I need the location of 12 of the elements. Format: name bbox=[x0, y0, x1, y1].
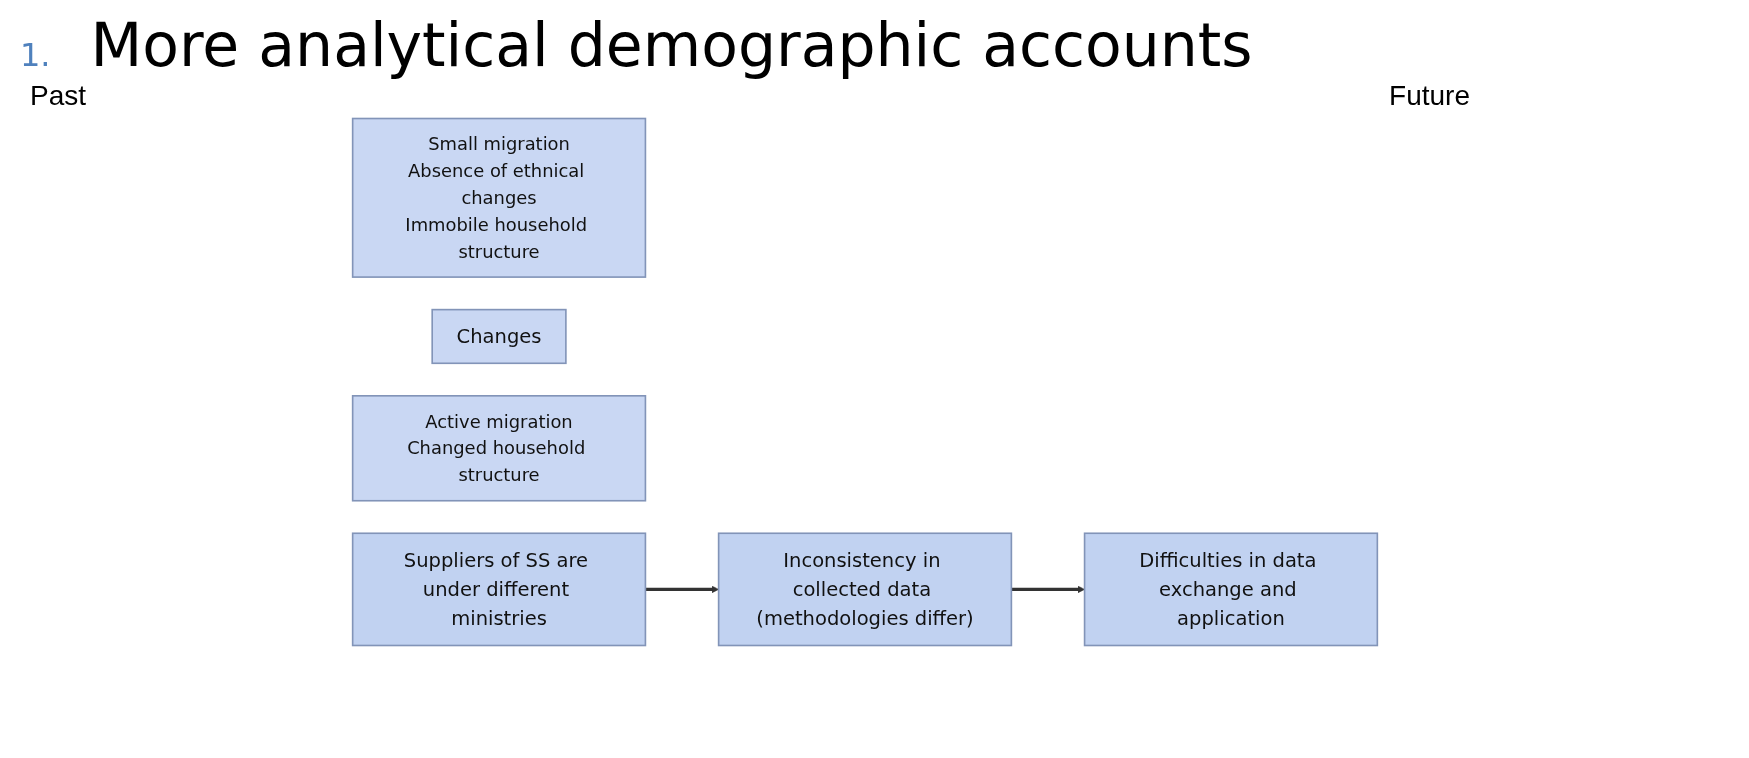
node-box: Suppliers of SS are under different ministries bbox=[351, 532, 646, 647]
list-number: 1. bbox=[20, 36, 51, 74]
arrow bbox=[1010, 585, 1085, 593]
timeline-label: Future bbox=[1389, 80, 1470, 112]
title: More analytical demographic accounts bbox=[90, 10, 1253, 80]
arrow bbox=[644, 585, 719, 593]
node-box: Active migration Changed household structure bbox=[351, 395, 646, 502]
node-box: Changes bbox=[430, 308, 567, 365]
timeline-label: Past bbox=[30, 80, 87, 112]
node-box: Inconsistency in collected data (methodologies differ) bbox=[717, 532, 1012, 647]
node-box: Small migration Absence of ethnical changes Immobile household structure bbox=[351, 117, 646, 278]
node-box: Difficulties in data exchange and application bbox=[1083, 532, 1378, 647]
